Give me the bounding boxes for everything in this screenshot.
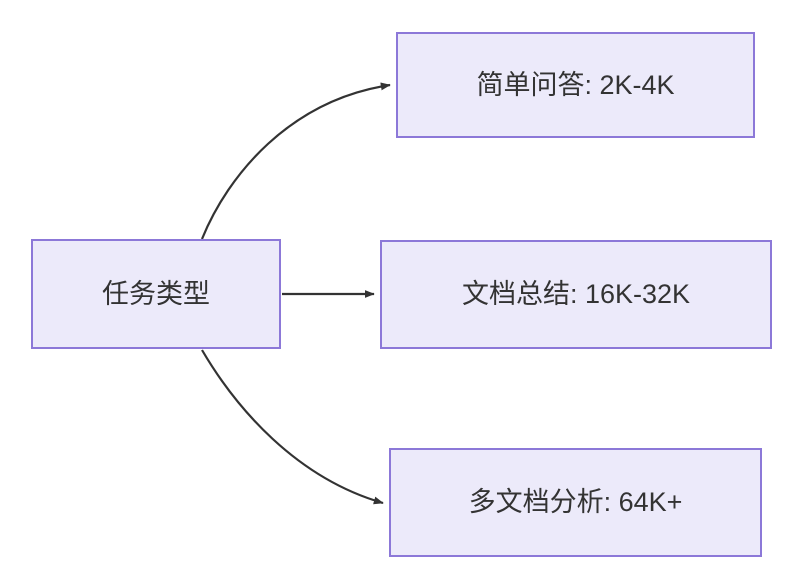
node-doc-summary[interactable]: 文档总结: 16K-32K [380,240,772,349]
node-task-type-label: 任务类型 [102,278,210,309]
node-doc-summary-label: 文档总结: 16K-32K [461,279,691,310]
node-multi-doc-label: 多文档分析: 64K+ [468,487,683,518]
node-multi-doc[interactable]: 多文档分析: 64K+ [389,448,762,557]
node-simple-qa-label: 简单问答: 2K-4K [476,69,675,100]
node-task-type[interactable]: 任务类型 [31,239,281,349]
edge-root-to-multi-doc [201,349,384,505]
node-simple-qa[interactable]: 简单问答: 2K-4K [396,32,755,138]
edge-root-to-simple-qa [200,82,391,240]
